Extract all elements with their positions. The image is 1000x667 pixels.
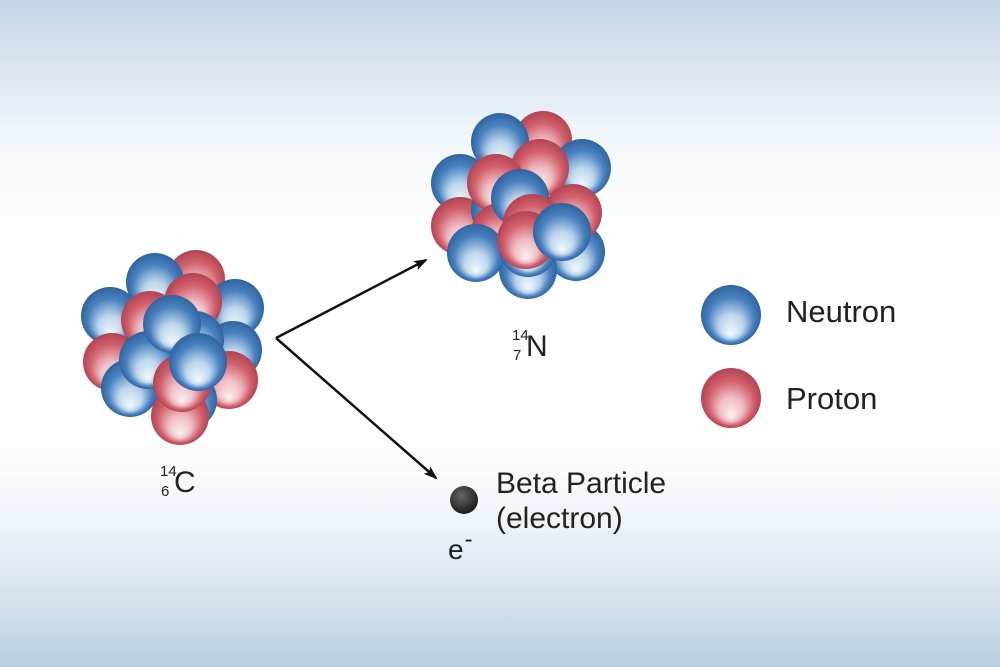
carbon-14-label: 14 6 C	[160, 464, 204, 508]
nitrogen-14-nucleus	[431, 111, 611, 299]
nitrogen-14-label: 14 7 N	[512, 328, 558, 372]
nitrogen-symbol: N	[526, 330, 548, 363]
legend-proton-sphere	[701, 368, 761, 428]
legend-proton-label: Proton	[786, 381, 878, 416]
carbon-symbol: C	[174, 466, 196, 499]
carbon-atomic-number: 6	[161, 483, 170, 500]
nitrogen-mass-number: 14	[512, 327, 529, 344]
carbon-neutron-sphere	[169, 333, 227, 391]
nitrogen-atomic-number: 7	[513, 347, 522, 364]
nitrogen-neutron-sphere	[533, 203, 591, 261]
electron-symbol: e-	[448, 526, 473, 566]
arrow-to-beta-particle	[275, 337, 438, 480]
carbon-mass-number: 14	[160, 463, 177, 480]
legend-neutron-sphere	[701, 285, 761, 345]
nitrogen-neutron-sphere	[447, 224, 505, 282]
arrow-to-nitrogen	[275, 258, 428, 340]
electron-symbol-letter: e	[448, 534, 464, 565]
electron-dot	[450, 486, 478, 514]
electron-charge: -	[464, 526, 473, 553]
carbon-14-nucleus	[81, 250, 264, 445]
beta-particle-label: Beta Particle (electron)	[496, 466, 666, 536]
beta-particle-title: Beta Particle	[496, 467, 667, 500]
legend-neutron-label: Neutron	[786, 294, 897, 329]
nitrogen-neutron-sphere	[553, 139, 611, 197]
beta-particle-subtitle: (electron)	[496, 502, 623, 535]
